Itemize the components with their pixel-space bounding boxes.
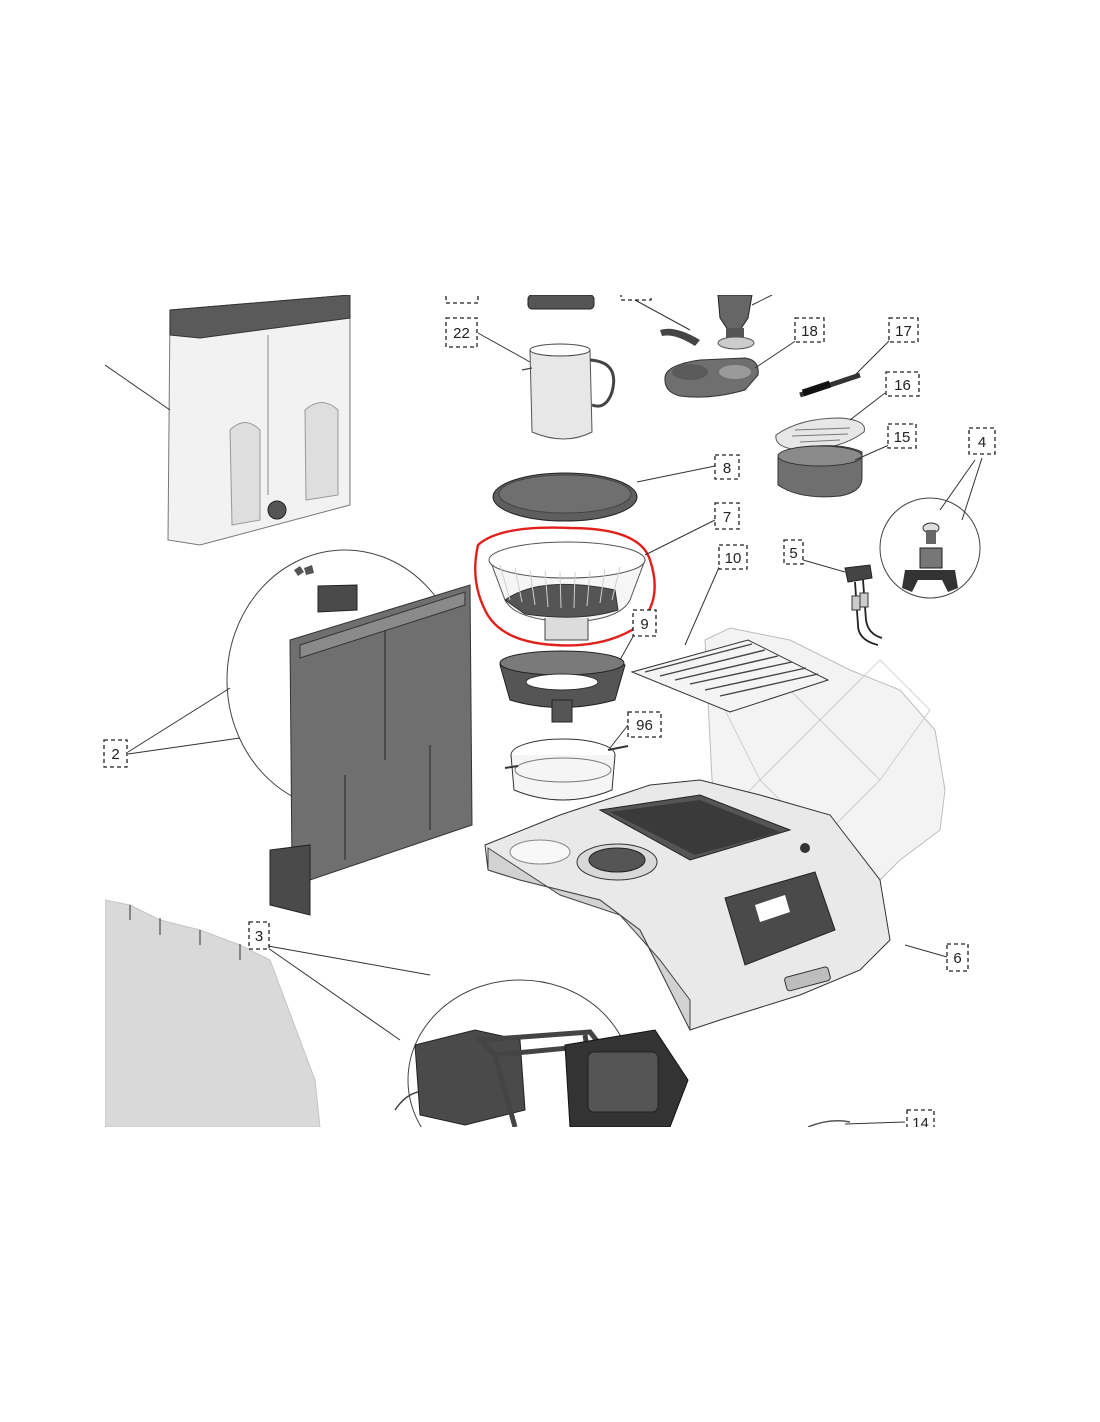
- svg-text:2: 2: [111, 746, 119, 763]
- svg-text:6: 6: [953, 950, 961, 967]
- svg-text:8: 8: [723, 460, 731, 477]
- svg-text:14: 14: [912, 1115, 929, 1132]
- svg-text:4: 4: [978, 434, 986, 451]
- highlight-outline: [474, 526, 656, 647]
- top-clipped-parts: [527, 295, 773, 350]
- side-panel-part-2: [226, 549, 473, 916]
- leader-lines: [127, 332, 983, 1125]
- svg-text:22: 22: [453, 325, 470, 342]
- label-10: 10: [718, 544, 748, 570]
- label-17: 17: [888, 317, 919, 343]
- label-7: 7: [714, 502, 740, 530]
- svg-text:96: 96: [636, 717, 653, 734]
- label-15: 15: [887, 423, 917, 449]
- tray-part-18: [664, 357, 759, 398]
- container-part-15: [777, 445, 863, 498]
- grill-part-16: [775, 417, 865, 451]
- svg-text:18: 18: [801, 323, 818, 340]
- label-3: 3: [248, 921, 270, 950]
- callout-labels: 22 18 17 16 15 4 8 7: [103, 317, 996, 1132]
- bean-hopper-part-7: [474, 526, 656, 647]
- part-14-shape: [807, 1120, 851, 1127]
- svg-text:15: 15: [894, 429, 911, 446]
- label-9: 9: [632, 609, 657, 637]
- label-8: 8: [714, 454, 740, 480]
- brush-part-17: [799, 372, 861, 398]
- lid-part-8: [492, 472, 638, 522]
- svg-text:16: 16: [894, 377, 911, 394]
- label-5: 5: [783, 539, 804, 565]
- milk-jug-part-22: [521, 343, 616, 440]
- grinder-ring: [499, 650, 626, 723]
- drip-grid-part-10: [630, 639, 830, 713]
- water-tank: [105, 295, 351, 546]
- label-16: 16: [885, 371, 920, 397]
- svg-text:17: 17: [895, 323, 912, 340]
- svg-text:9: 9: [640, 616, 648, 633]
- label-2: 2: [103, 739, 128, 768]
- svg-text:7: 7: [723, 509, 731, 526]
- label-18: 18: [794, 317, 825, 343]
- top-cover-part-6: [484, 779, 891, 1031]
- svg-text:10: 10: [725, 550, 742, 567]
- ring-part-96: [504, 738, 629, 801]
- display-assembly-part-3: [394, 979, 689, 1127]
- label-6: 6: [946, 943, 969, 972]
- svg-text:5: 5: [789, 545, 797, 562]
- label-14: 14: [906, 1109, 935, 1132]
- sensor-part-5: [844, 564, 883, 646]
- detail-circle-part-4: [879, 497, 981, 599]
- ghost-housing-left: [105, 899, 321, 1127]
- label-96: 96: [627, 711, 662, 738]
- label-22: 22: [445, 317, 478, 348]
- label-4: 4: [968, 427, 996, 455]
- svg-text:3: 3: [255, 928, 263, 945]
